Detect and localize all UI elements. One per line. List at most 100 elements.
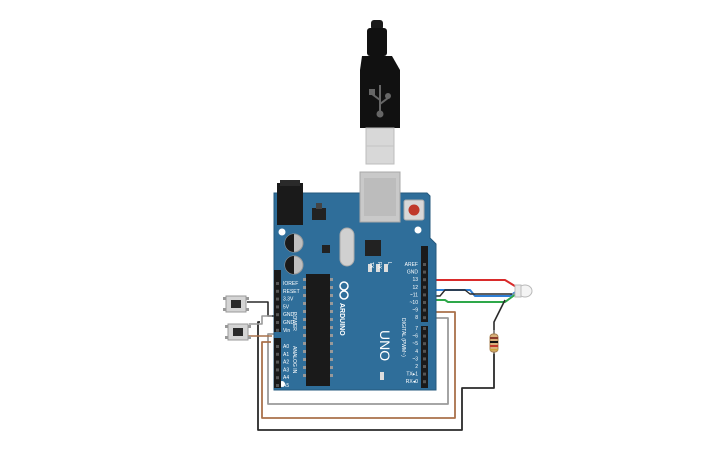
wire-button1[interactable] [247,301,277,317]
digital-pin-hole[interactable] [423,365,426,368]
digital-pin-label: 8 [415,315,418,321]
usb-cable-strain-relief [367,28,387,56]
mounting-hole [414,226,422,234]
analog-pin-hole[interactable] [276,345,279,348]
wire-resistor-top[interactable] [493,299,506,334]
crystal-oscillator [339,227,355,267]
analog-pin-label: A3 [283,367,289,373]
mounting-hole [278,228,286,236]
power-pin-hole[interactable] [276,313,279,317]
voltage-regulator [312,208,326,220]
analog-pin-hole[interactable] [276,368,279,372]
reset-button[interactable] [403,199,425,221]
power-pin-label: GND [283,320,295,326]
analog-section-label: ANALOG IN [291,346,297,374]
arduino-logo: ARDUINO [338,281,349,336]
push-button-1[interactable] [223,295,249,313]
wire-green[interactable] [428,293,517,303]
power-jack [277,183,303,225]
wire-black-loop[interactable] [257,321,495,431]
digital-pin-hole[interactable] [423,308,426,312]
digital-pin-labels-bottom: 7 ~6~5 4~3 2TX▸1RX◂0 [406,326,426,385]
usb-chip [365,240,381,256]
digital-pin-label: ~10 [410,300,419,306]
digital-pin-hole[interactable] [423,278,426,282]
digital-pin-label: ~6 [412,334,418,340]
capacitor [284,255,304,275]
power-pin-label: RESET [283,289,300,295]
digital-pin-label: 4 [415,349,418,355]
digital-pin-hole[interactable] [423,301,426,304]
analog-pin-label: A5 [283,383,289,389]
status-leds: TX RX L [368,262,392,380]
digital-pin-hole[interactable] [423,293,426,297]
power-section-label: POWER [291,312,297,331]
analog-pin-label: A0 [283,344,289,350]
analog-pin-label: A2 [283,360,289,366]
led-rx-label: RX [376,262,382,270]
small-chip [322,245,330,253]
atmega-chip [306,274,330,386]
usb-cable[interactable] [360,20,400,165]
digital-section-label: DIGITAL (PWM~) [400,318,406,357]
digital-pin-label: 7 [415,326,418,332]
digital-pin-hole[interactable] [423,285,426,289]
usb-cable-end [371,20,383,30]
rgb-led[interactable] [512,284,533,298]
digital-pin-label: ~3 [412,356,418,362]
digital-pin-label: 13 [412,277,418,283]
analog-pin-hole[interactable] [276,384,279,387]
power-pin-hole[interactable] [276,297,279,301]
analog-pin-label: A1 [283,352,289,358]
push-button-2[interactable] [225,323,251,341]
wire-gray-loop[interactable] [267,317,449,405]
usb-icon [369,85,391,118]
resistor[interactable] [489,330,499,354]
led-l-label: L [386,262,392,265]
digital-pin-hole[interactable] [423,263,426,266]
digital-pin-hole[interactable] [423,334,426,338]
digital-pin-hole[interactable] [423,342,426,346]
power-pin-label: GND [283,312,295,318]
digital-pin-label: 12 [412,285,418,291]
wire-button2[interactable] [249,315,272,325]
power-pin-hole[interactable] [276,282,279,285]
power-pin-hole[interactable] [276,305,279,309]
arduino-wordmark: ARDUINO [338,303,345,336]
power-header [274,270,281,332]
power-pin-hole[interactable] [276,328,279,332]
digital-pin-hole[interactable] [423,327,426,330]
wire-brown-loop[interactable] [261,311,456,419]
digital-pin-hole[interactable] [423,357,426,361]
digital-pin-hole[interactable] [423,349,426,353]
digital-header-bottom [421,326,428,388]
analog-pin-hole[interactable] [276,360,279,364]
wire-red[interactable] [428,279,519,289]
digital-pin-label: RX◂0 [406,379,418,385]
wire-gnd-led[interactable] [428,289,512,297]
capacitor [284,233,304,253]
wires [247,279,519,431]
power-pin-label: 5V [283,304,290,310]
power-pin-hole[interactable] [276,289,279,293]
digital-pin-label: TX▸1 [406,372,418,378]
digital-pin-label: AREF [405,262,418,268]
uno-label: UNO [377,330,393,361]
digital-header-top [421,246,428,322]
digital-pin-hole[interactable] [423,316,426,320]
power-pin-label: Vin [283,328,290,334]
analog-pin-hole[interactable] [276,352,279,356]
digital-pin-hole[interactable] [423,380,426,384]
power-pin-hole[interactable] [276,321,279,324]
digital-pin-hole[interactable] [423,372,426,376]
analog-pin-hole[interactable] [276,376,279,380]
digital-pin-label: ~11 [410,292,418,298]
digital-pin-hole[interactable] [423,270,426,274]
digital-pin-label: ~5 [412,341,418,347]
power-pin-label: IOREF [283,281,298,287]
digital-pin-label: 2 [415,364,418,370]
